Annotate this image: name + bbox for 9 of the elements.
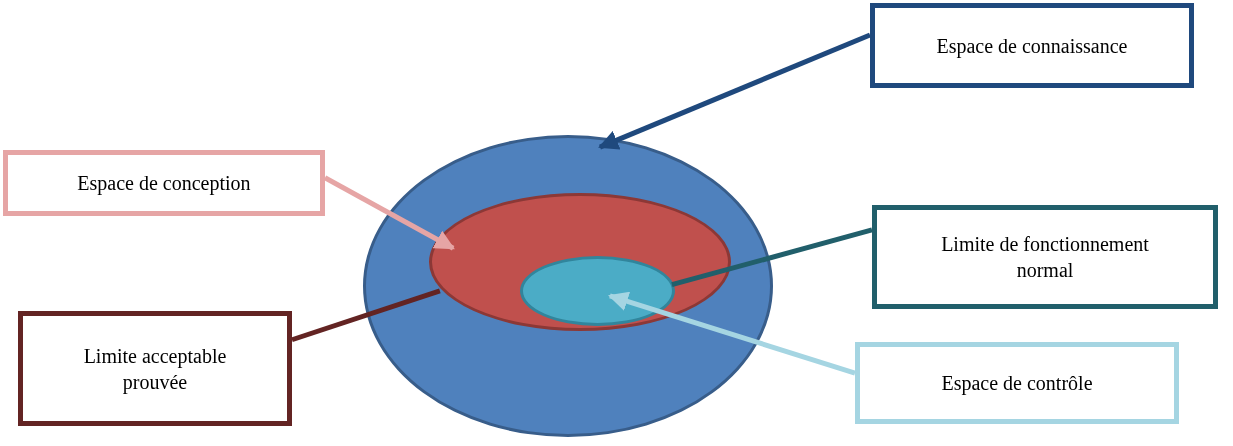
- callout-label: Espace de contrôle: [855, 342, 1179, 424]
- callout-label: Limite de fonctionnement normal: [872, 205, 1218, 309]
- arrow: [323, 175, 455, 251]
- callout-label: Limite acceptable prouvée: [18, 311, 292, 426]
- callout-label: Espace de conception: [3, 150, 325, 216]
- arrow: [598, 32, 871, 150]
- leader-line: [291, 288, 441, 343]
- callout-label: Espace de connaissance: [870, 3, 1194, 88]
- arrow: [608, 291, 856, 376]
